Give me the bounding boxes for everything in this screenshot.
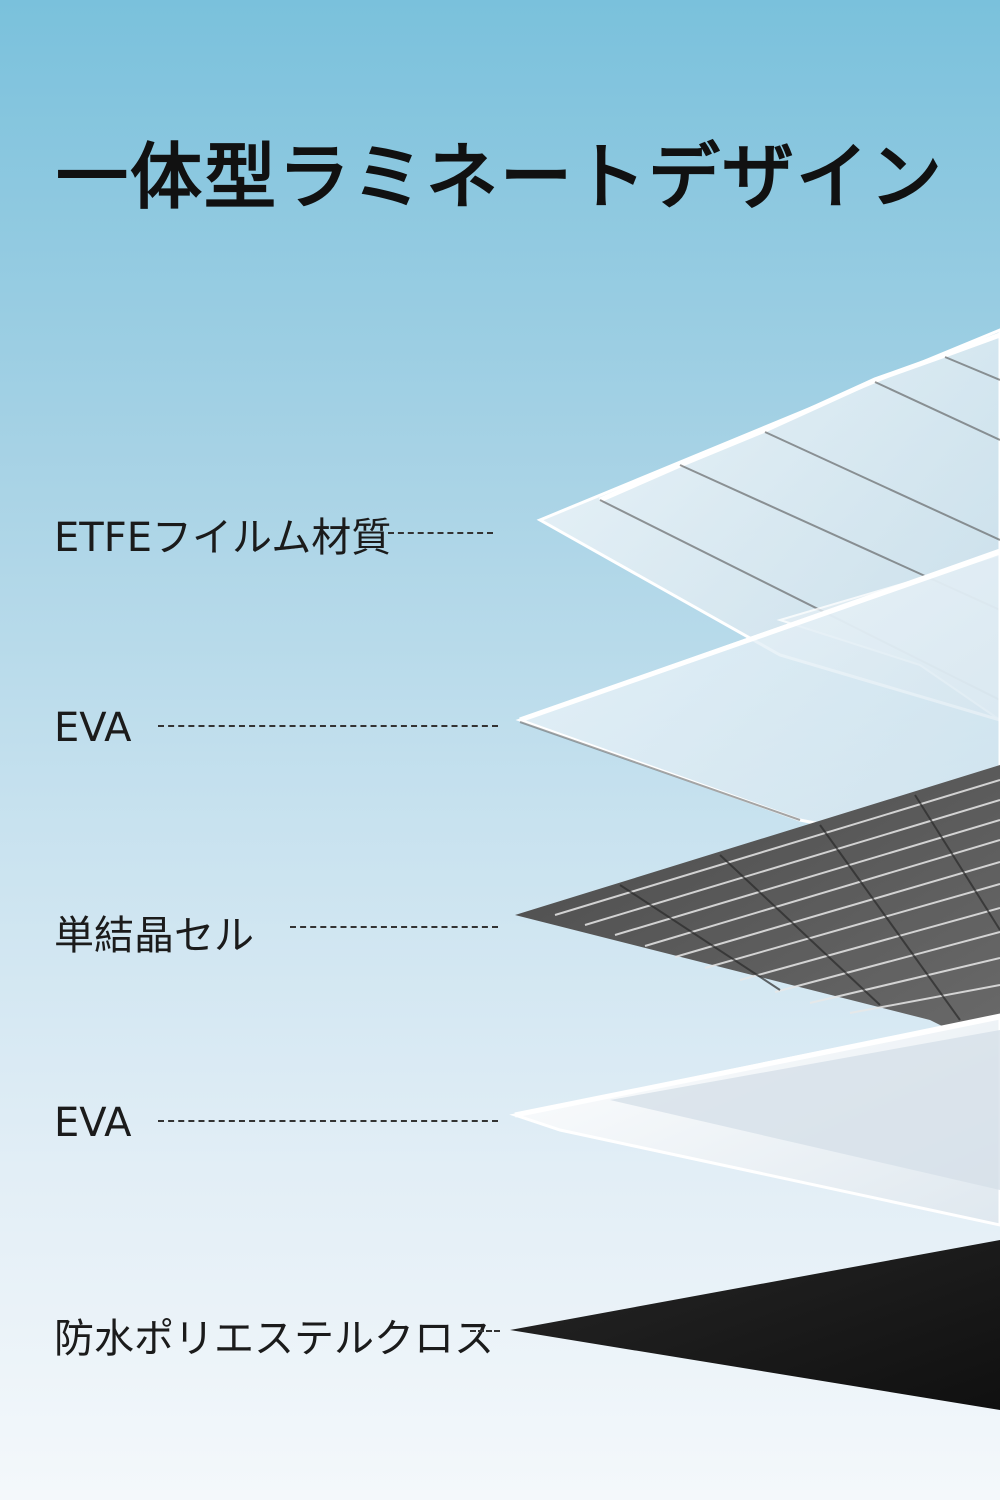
label-mono-cell: 単結晶セル bbox=[54, 913, 254, 959]
label-eva-bottom: EVA bbox=[54, 1100, 132, 1146]
leader-line-eva-bottom bbox=[158, 1120, 498, 1122]
page-title: 一体型ラミネートデザイン bbox=[55, 135, 944, 219]
eva-layer-top bbox=[515, 548, 1000, 862]
eva-layer-bottom bbox=[509, 1013, 1000, 1227]
label-eva-top: EVA bbox=[54, 705, 132, 751]
leader-line-eva-top bbox=[158, 725, 498, 727]
label-etfe-film: ETFEフイルム材質 bbox=[54, 515, 392, 561]
leader-line-polyester bbox=[470, 1330, 500, 1332]
leader-line-mono-cell bbox=[290, 926, 498, 928]
mono-cell-layer bbox=[515, 765, 1000, 1055]
polyester-cloth-layer bbox=[510, 1240, 1000, 1410]
leader-line-etfe bbox=[388, 532, 493, 534]
label-polyester-cloth: 防水ポリエステルクロス bbox=[54, 1316, 494, 1362]
